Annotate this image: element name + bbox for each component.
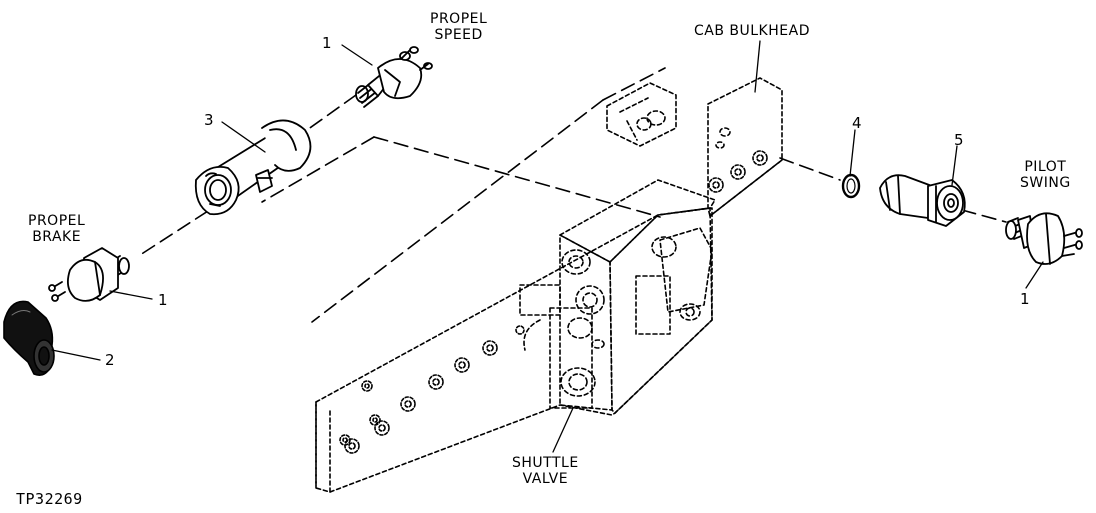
label-shuttle-valve-line1: SHUTTLE <box>512 455 579 471</box>
label-propel-brake: PROPEL BRAKE <box>28 213 85 245</box>
adapter-fitting <box>879 174 966 227</box>
callout-1-propel-speed: 1 <box>322 34 333 52</box>
label-shuttle-valve-line2: VALVE <box>522 471 569 487</box>
callout-1-propel-brake: 1 <box>158 291 169 309</box>
leader-lines <box>51 40 1044 453</box>
label-propel-speed-line1: PROPEL <box>430 11 488 27</box>
pressure-switch-propel-speed <box>355 46 433 108</box>
callout-1-pilot-swing: 1 <box>1020 290 1031 308</box>
bulkhead-ports <box>339 150 768 454</box>
label-shuttle-valve: SHUTTLE VALVE <box>512 455 579 487</box>
callout-2-elbow: 2 <box>105 351 116 369</box>
figure-id: TP32269 <box>16 490 83 508</box>
pressure-switch-pilot-swing <box>1005 212 1083 265</box>
callout-3-tee: 3 <box>204 111 215 129</box>
tee-fitting <box>194 119 312 216</box>
projection-lines <box>139 67 1007 323</box>
pressure-switch-propel-brake <box>48 247 130 302</box>
label-cab-bulkhead: CAB BULKHEAD <box>694 23 810 39</box>
shuttle-valve-body <box>519 179 716 414</box>
callout-5-adapter: 5 <box>954 131 965 149</box>
o-ring <box>841 173 861 199</box>
label-propel-speed: PROPEL SPEED <box>430 11 487 43</box>
label-propel-brake-line2: BRAKE <box>32 229 82 245</box>
label-pilot-swing-line1: PILOT <box>1024 159 1067 175</box>
label-pilot-swing: PILOT SWING <box>1020 159 1071 191</box>
label-propel-brake-line1: PROPEL <box>28 213 86 229</box>
elbow-fitting <box>3 300 55 376</box>
callout-4-o-ring: 4 <box>852 114 863 132</box>
label-propel-speed-line2: SPEED <box>434 27 483 43</box>
label-pilot-swing-line2: SWING <box>1020 175 1071 191</box>
